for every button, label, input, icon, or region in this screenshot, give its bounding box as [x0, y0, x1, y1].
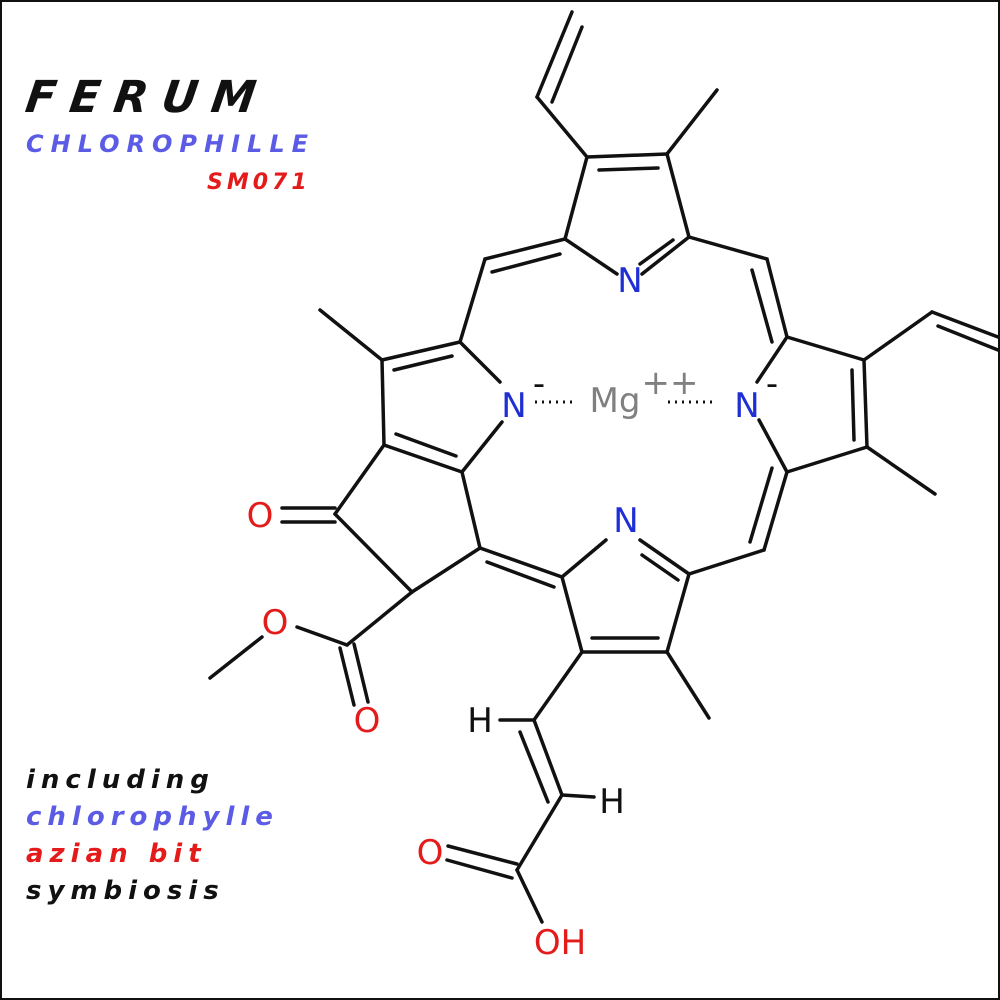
atom-o-carbonyl: O — [354, 701, 381, 741]
catalog-code: SM071 — [207, 170, 311, 195]
album-subtitle: CHLOROPHILLE — [26, 130, 316, 158]
track-1: including — [26, 765, 215, 795]
atom-labels: N N - Mg ++ N - N O O O H H O OH — [247, 261, 779, 963]
atom-h-1: H — [467, 701, 493, 741]
atom-n-top: N — [617, 261, 642, 301]
atom-n-bottom: N — [613, 501, 638, 541]
track-2: chlorophylle — [26, 802, 279, 832]
atom-h-2: H — [599, 782, 625, 822]
charge-n-left: - — [533, 364, 545, 404]
bond-lines — [208, 10, 998, 924]
atom-n-right: N — [734, 386, 759, 426]
charge-n-right: - — [766, 364, 778, 404]
charge-mg: ++ — [642, 363, 699, 403]
atom-o-ester: O — [262, 603, 289, 643]
atom-n-left: N — [501, 386, 526, 426]
atom-mg: Mg — [590, 381, 641, 421]
atom-oh: OH — [534, 923, 586, 963]
atom-o-acid: O — [417, 833, 444, 873]
track-3: azian bit — [26, 839, 207, 869]
track-list: including chlorophylle azian bit symbios… — [26, 762, 279, 910]
track-4: symbiosis — [26, 876, 225, 906]
atom-o-ketone: O — [247, 496, 274, 536]
